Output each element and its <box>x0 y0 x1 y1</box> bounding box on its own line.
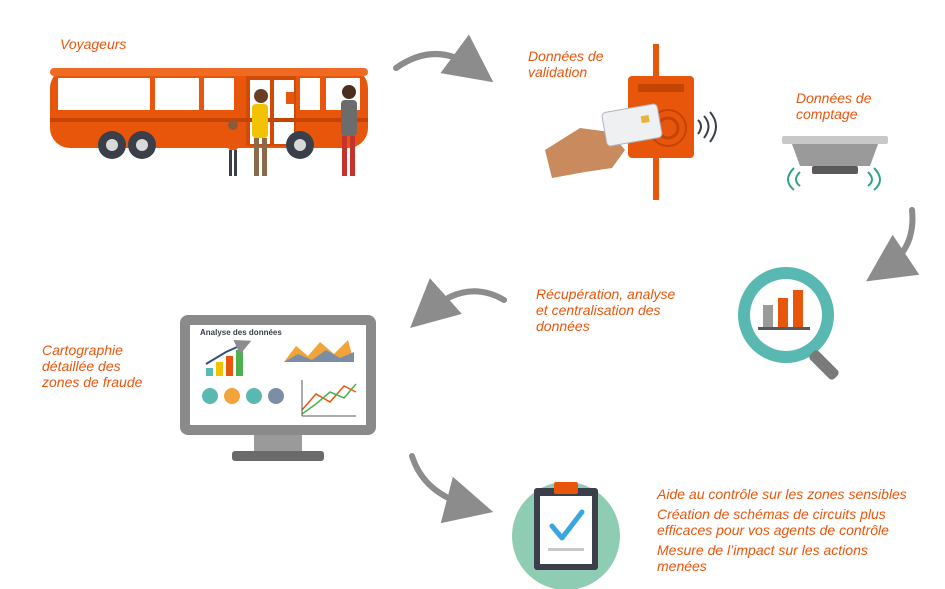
label-voyageurs: Voyageurs <box>60 36 126 52</box>
benefit-line: Aide au contrôle sur les zones sensibles <box>657 486 907 502</box>
validator-icon <box>545 44 717 200</box>
label-line: validation <box>528 64 588 80</box>
benefit-item: Mesure de l’impact sur les actions menée… <box>657 542 907 574</box>
label-validation: Données de validation <box>528 48 604 80</box>
benefit-line: menées <box>657 558 707 574</box>
benefits-list: Aide au contrôle sur les zones sensibles… <box>657 486 907 578</box>
label-line: Données de <box>528 48 604 64</box>
label-line: comptage <box>796 106 858 122</box>
arrow-4 <box>409 453 494 524</box>
label-line: Cartographie <box>42 342 123 358</box>
label-line: zones de fraude <box>42 374 143 390</box>
label-line: et centralisation des <box>536 302 661 318</box>
label-line: Récupération, analyse <box>536 286 676 302</box>
bus-icon <box>50 68 368 176</box>
benefit-line: Création de schémas de circuits plus <box>657 506 886 522</box>
arrow-2 <box>866 207 920 282</box>
label-comptage: Données de comptage <box>796 90 872 122</box>
flow-arrows <box>393 34 920 524</box>
sensor-icon <box>782 136 888 191</box>
label-line: Données de <box>796 90 872 106</box>
clipboard-icon <box>512 482 620 589</box>
label-line: détaillée des <box>42 358 121 374</box>
benefit-item: Création de schémas de circuits plus eff… <box>657 506 907 538</box>
monitor-icon <box>180 315 376 461</box>
screen-title: Analyse des données <box>200 328 282 337</box>
arrow-1 <box>393 34 494 83</box>
arrow-3 <box>410 278 507 328</box>
label-recuperation: Récupération, analyse et centralisation … <box>536 286 675 334</box>
label-cartographie: Cartographie détaillée des zones de frau… <box>42 342 142 390</box>
label-line: Voyageurs <box>60 36 127 52</box>
benefit-line: Mesure de l’impact sur les actions <box>657 542 868 558</box>
label-line: données <box>536 318 590 334</box>
benefit-line: efficaces pour vos agents de contrôle <box>657 522 889 538</box>
benefit-item: Aide au contrôle sur les zones sensibles <box>657 486 907 502</box>
magnifier-icon <box>738 267 839 380</box>
